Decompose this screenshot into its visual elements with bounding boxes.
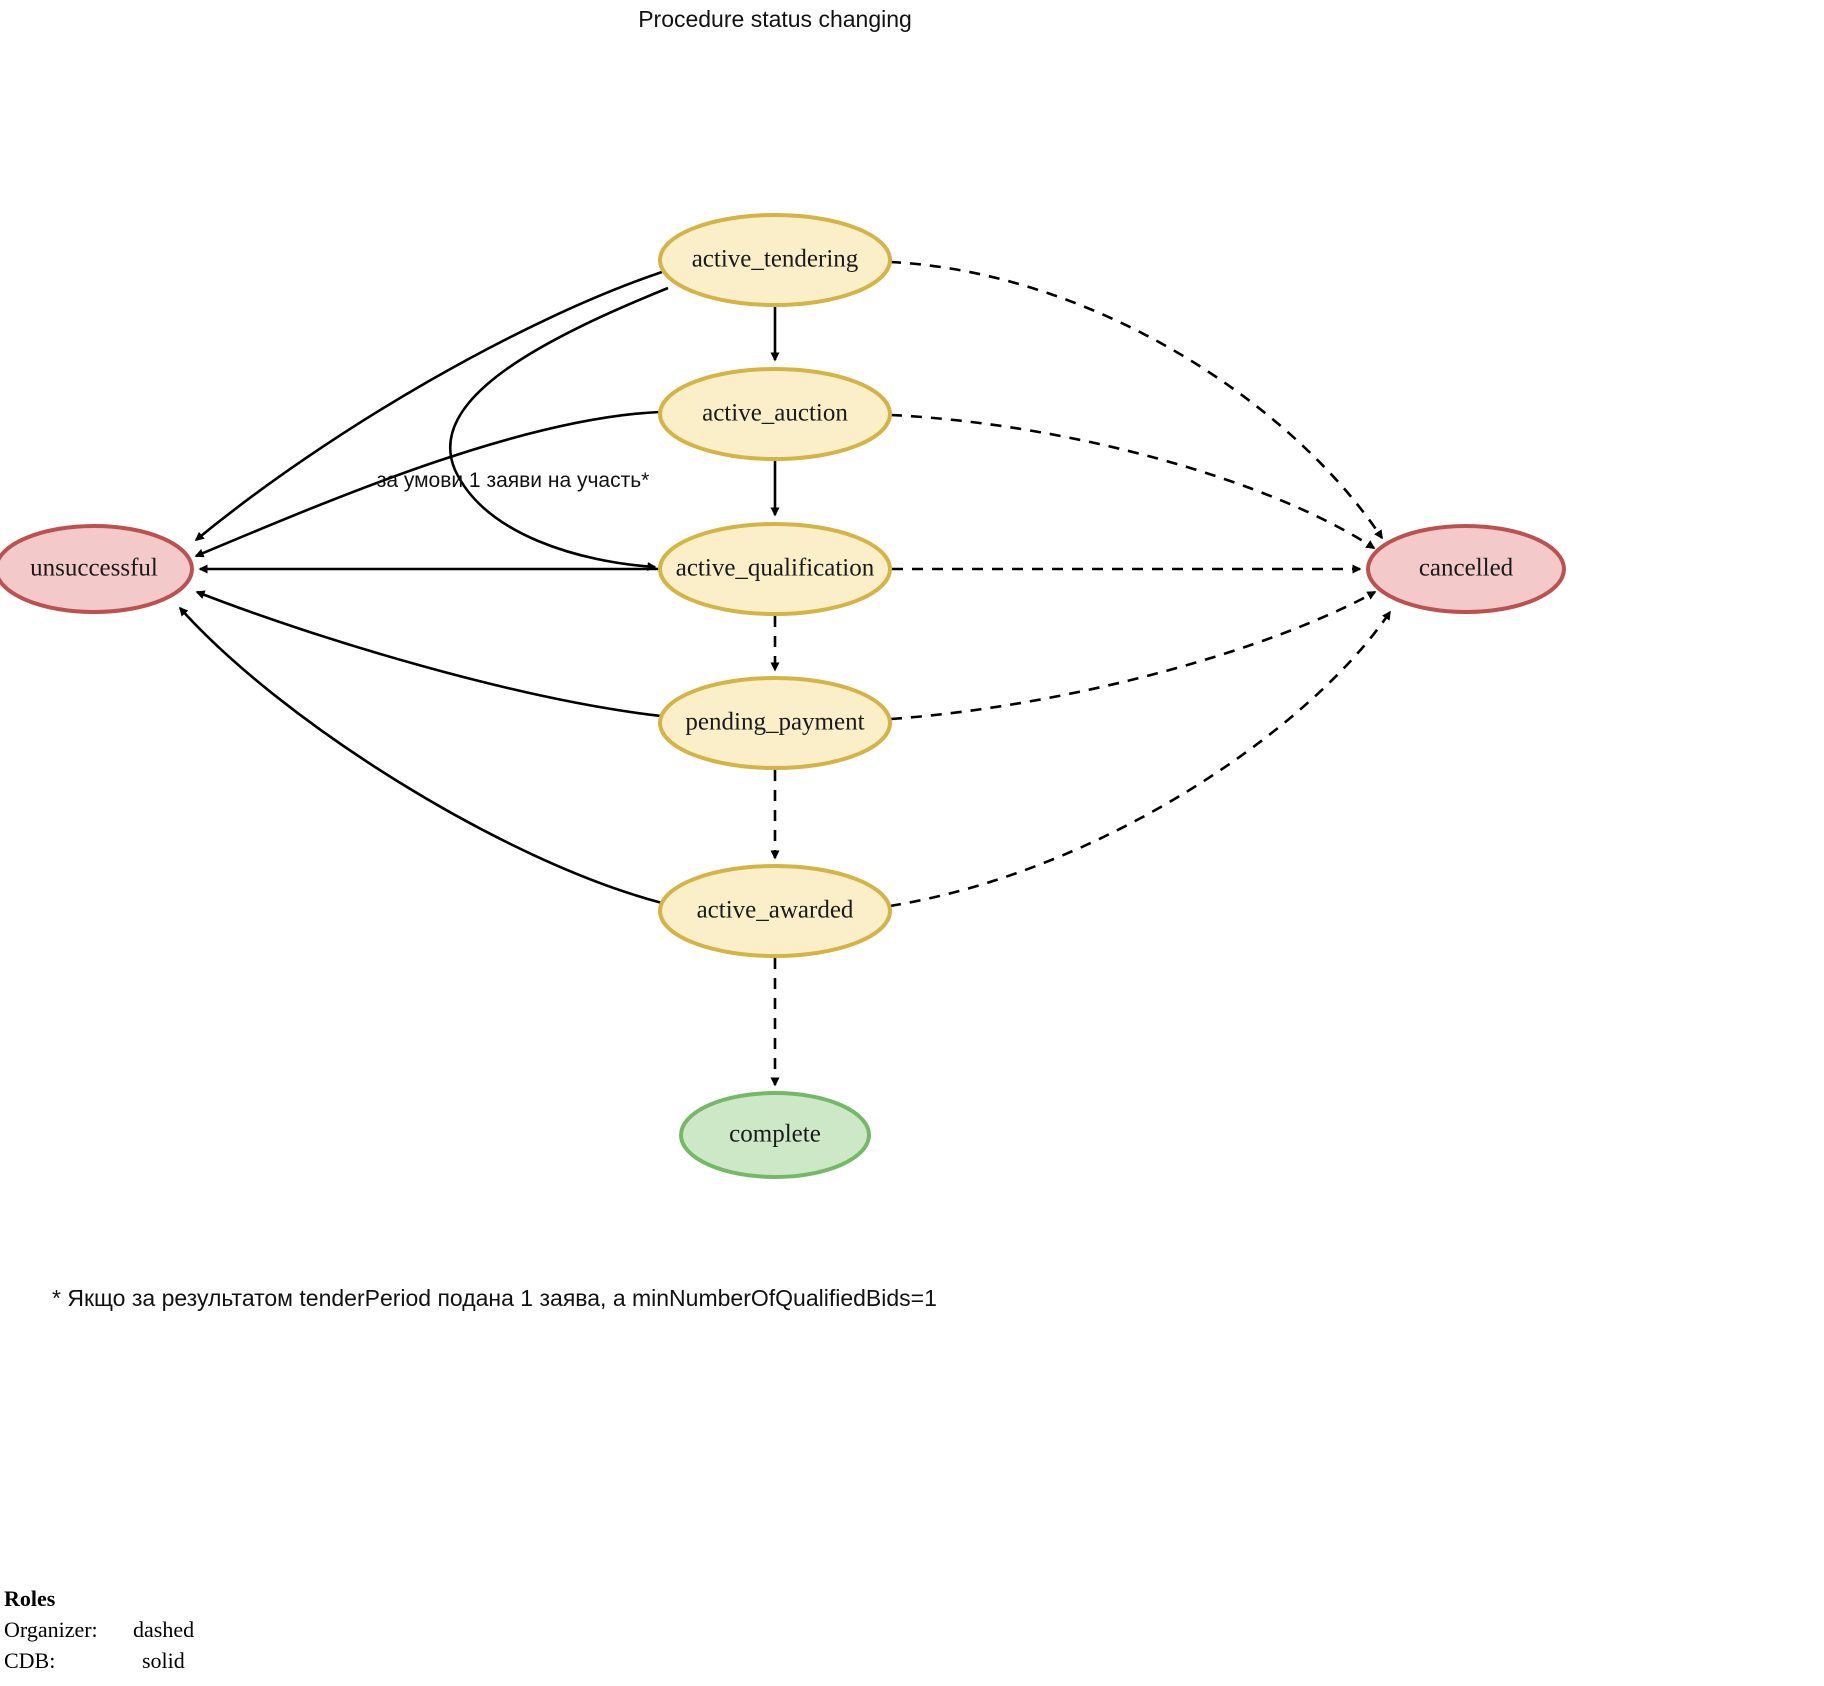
node-shape-pending-payment[interactable] [658, 676, 892, 770]
edge-auction-to-unsuccessful [194, 410, 661, 558]
node-label-active-auction: active_auction [702, 400, 848, 427]
node-shape-complete[interactable] [679, 1091, 871, 1179]
legend-role-organizer: Organizer: [4, 1617, 98, 1642]
node-label-unsuccessful: unsuccessful [30, 555, 158, 582]
node-shape-active-auction[interactable] [658, 367, 892, 461]
edge-layer: за умови 1 заяви на участь* [179, 260, 1392, 1087]
node-active-tendering[interactable]: active_tendering [658, 213, 892, 307]
node-label-active-awarded: active_awarded [697, 897, 854, 924]
edge-tendering-to-unsuccessful [194, 270, 663, 542]
legend-style-organizer: dashed [133, 1617, 194, 1642]
edge-pending-payment-to-unsuccessful [195, 590, 662, 718]
edge-label-one-bid-condition: за умови 1 заяви на участь* [377, 469, 650, 492]
node-unsuccessful[interactable]: unsuccessful [0, 524, 194, 614]
legend-role-cdb: CDB: [4, 1648, 55, 1673]
legend-heading: Roles [4, 1586, 56, 1611]
node-shape-active-qualification[interactable] [658, 522, 892, 616]
node-active-awarded[interactable]: active_awarded [658, 864, 892, 958]
node-shape-active-tendering[interactable] [658, 213, 892, 307]
node-label-cancelled: cancelled [1419, 555, 1514, 582]
node-complete[interactable]: complete [679, 1091, 871, 1179]
node-layer: active_tendering active_auction active_q… [0, 213, 1566, 1179]
node-label-active-qualification: active_qualification [676, 555, 875, 582]
edge-tendering-to-qualification [448, 286, 669, 571]
node-pending-payment[interactable]: pending_payment [658, 676, 892, 770]
node-active-auction[interactable]: active_auction [658, 367, 892, 461]
edge-auction-to-cancelled [890, 413, 1376, 550]
legend-style-cdb: solid [142, 1648, 185, 1673]
edge-awarded-to-cancelled [889, 610, 1392, 908]
node-shape-cancelled[interactable] [1366, 524, 1566, 614]
edge-awarded-to-unsuccessful [179, 606, 663, 905]
edge-pending-payment-to-cancelled [890, 590, 1377, 721]
node-shape-unsuccessful[interactable] [0, 524, 194, 614]
node-shape-active-awarded[interactable] [658, 864, 892, 958]
footnote: * Якщо за результатом tenderPeriod подан… [52, 1285, 937, 1311]
page-title: Procedure status changing [638, 6, 912, 32]
roles-legend: Roles Organizer: dashed CDB: solid [4, 1586, 194, 1673]
node-label-complete: complete [729, 1121, 821, 1148]
node-label-active-tendering: active_tendering [692, 246, 859, 273]
node-active-qualification[interactable]: active_qualification [658, 522, 892, 616]
node-cancelled[interactable]: cancelled [1366, 524, 1566, 614]
node-label-pending-payment: pending_payment [685, 709, 864, 736]
edge-tendering-to-cancelled [889, 260, 1384, 540]
